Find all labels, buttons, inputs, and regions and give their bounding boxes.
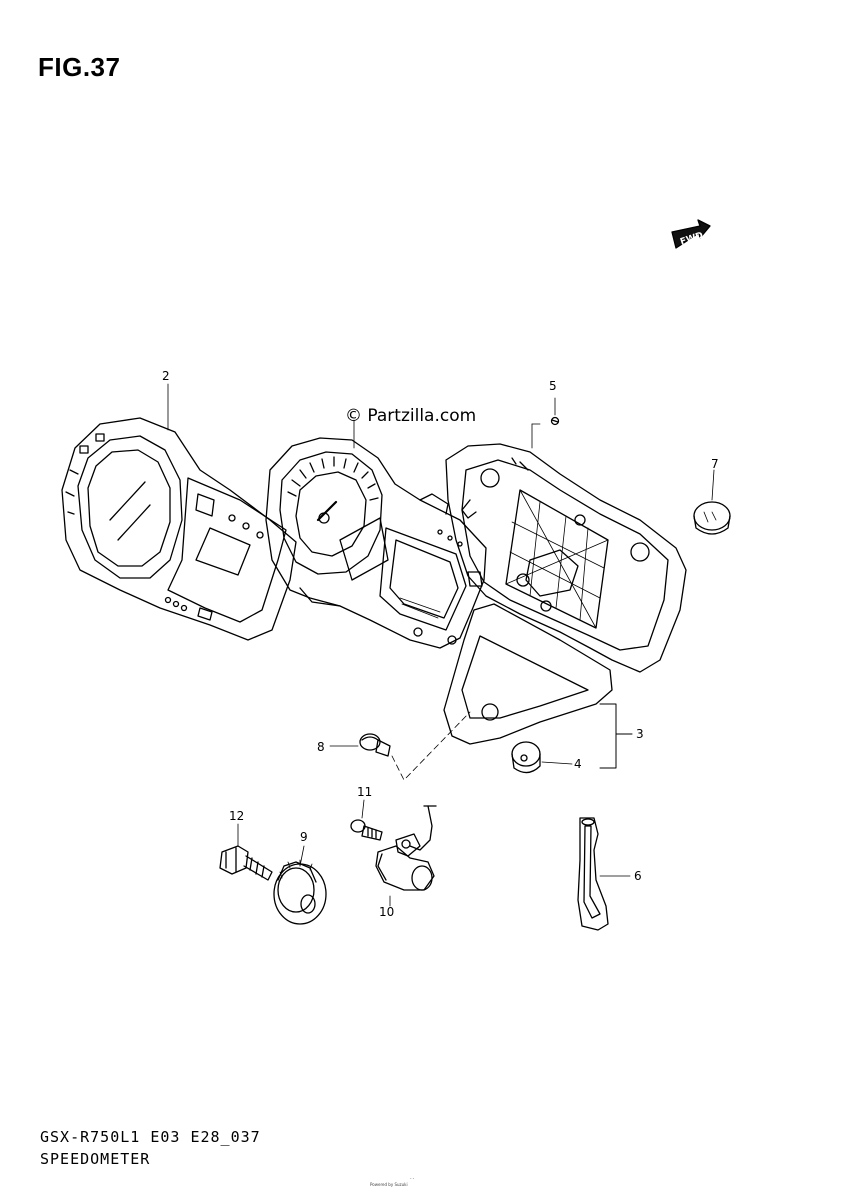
callout-2: 2 — [162, 369, 170, 383]
part-8-screw — [329, 733, 391, 757]
figure-title: FIG.37 — [38, 52, 121, 82]
callout-5: 5 — [549, 379, 557, 393]
part-7-cap — [693, 469, 731, 535]
leader-dashed — [391, 711, 471, 781]
callout-7: 7 — [711, 457, 719, 471]
copyright-watermark: © Partzilla.com — [345, 406, 477, 426]
footer-model-code: GSX-R750L1 E03 E28_037 — [40, 1128, 261, 1146]
part-4-grommet — [511, 741, 573, 774]
callout-11: 11 — [357, 785, 373, 799]
part-6-strap — [577, 817, 631, 931]
callout-10: 10 — [379, 905, 395, 919]
footer-part-name: SPEEDOMETER — [40, 1150, 151, 1168]
callout-3: 3 — [636, 727, 644, 741]
part-10-speed-sensor — [375, 805, 437, 907]
part-1-meter-assembly — [265, 437, 487, 649]
part-9-gear — [273, 845, 327, 925]
callout-8: 8 — [317, 740, 325, 754]
part-3-case — [443, 443, 687, 769]
callout-4: 4 — [574, 757, 582, 771]
callout-6: 6 — [634, 869, 642, 883]
callout-9: 9 — [300, 830, 308, 844]
callout-12: 12 — [229, 809, 245, 823]
fine-print-line-1: - - — [410, 1176, 415, 1181]
fine-print-line-2: Powered by Suzuki — [370, 1182, 408, 1187]
part-5-screw — [531, 397, 560, 449]
fwd-arrow-icon: FWD — [671, 219, 711, 249]
part-12-bolt — [219, 823, 273, 881]
part-2-meter-cover — [61, 417, 297, 641]
part-11-screw — [350, 799, 383, 841]
